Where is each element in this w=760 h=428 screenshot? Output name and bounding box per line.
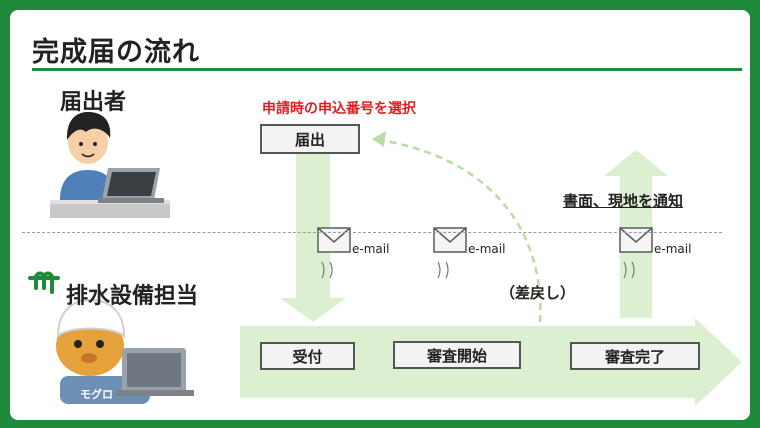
step-review-start: 審査開始 [393,341,521,369]
drainage-logo-icon [30,274,58,293]
select-number-note: 申請時の申込番号を選択 [262,98,416,118]
email-label: e-mail [468,242,505,256]
return-arrowhead [372,131,386,147]
mascot-shirt-text: モグロ [80,387,113,401]
lane-label-drainage: 排水設備担当 [66,278,198,310]
mascot-illustration: モグロ [56,300,194,404]
return-note: （差戻し） [500,282,575,303]
email-label: e-mail [352,242,389,256]
email-icon [434,228,466,278]
applicant-illustration [50,112,170,218]
step-receive: 受付 [260,342,355,370]
step-review-done: 審査完了 [570,342,700,370]
email-label: e-mail [654,242,691,256]
lane-label-applicant: 届出者 [60,84,126,116]
step-submit: 届出 [260,124,360,154]
lane-divider [22,232,722,233]
notify-note: 書面、現地を通知 [563,190,683,211]
